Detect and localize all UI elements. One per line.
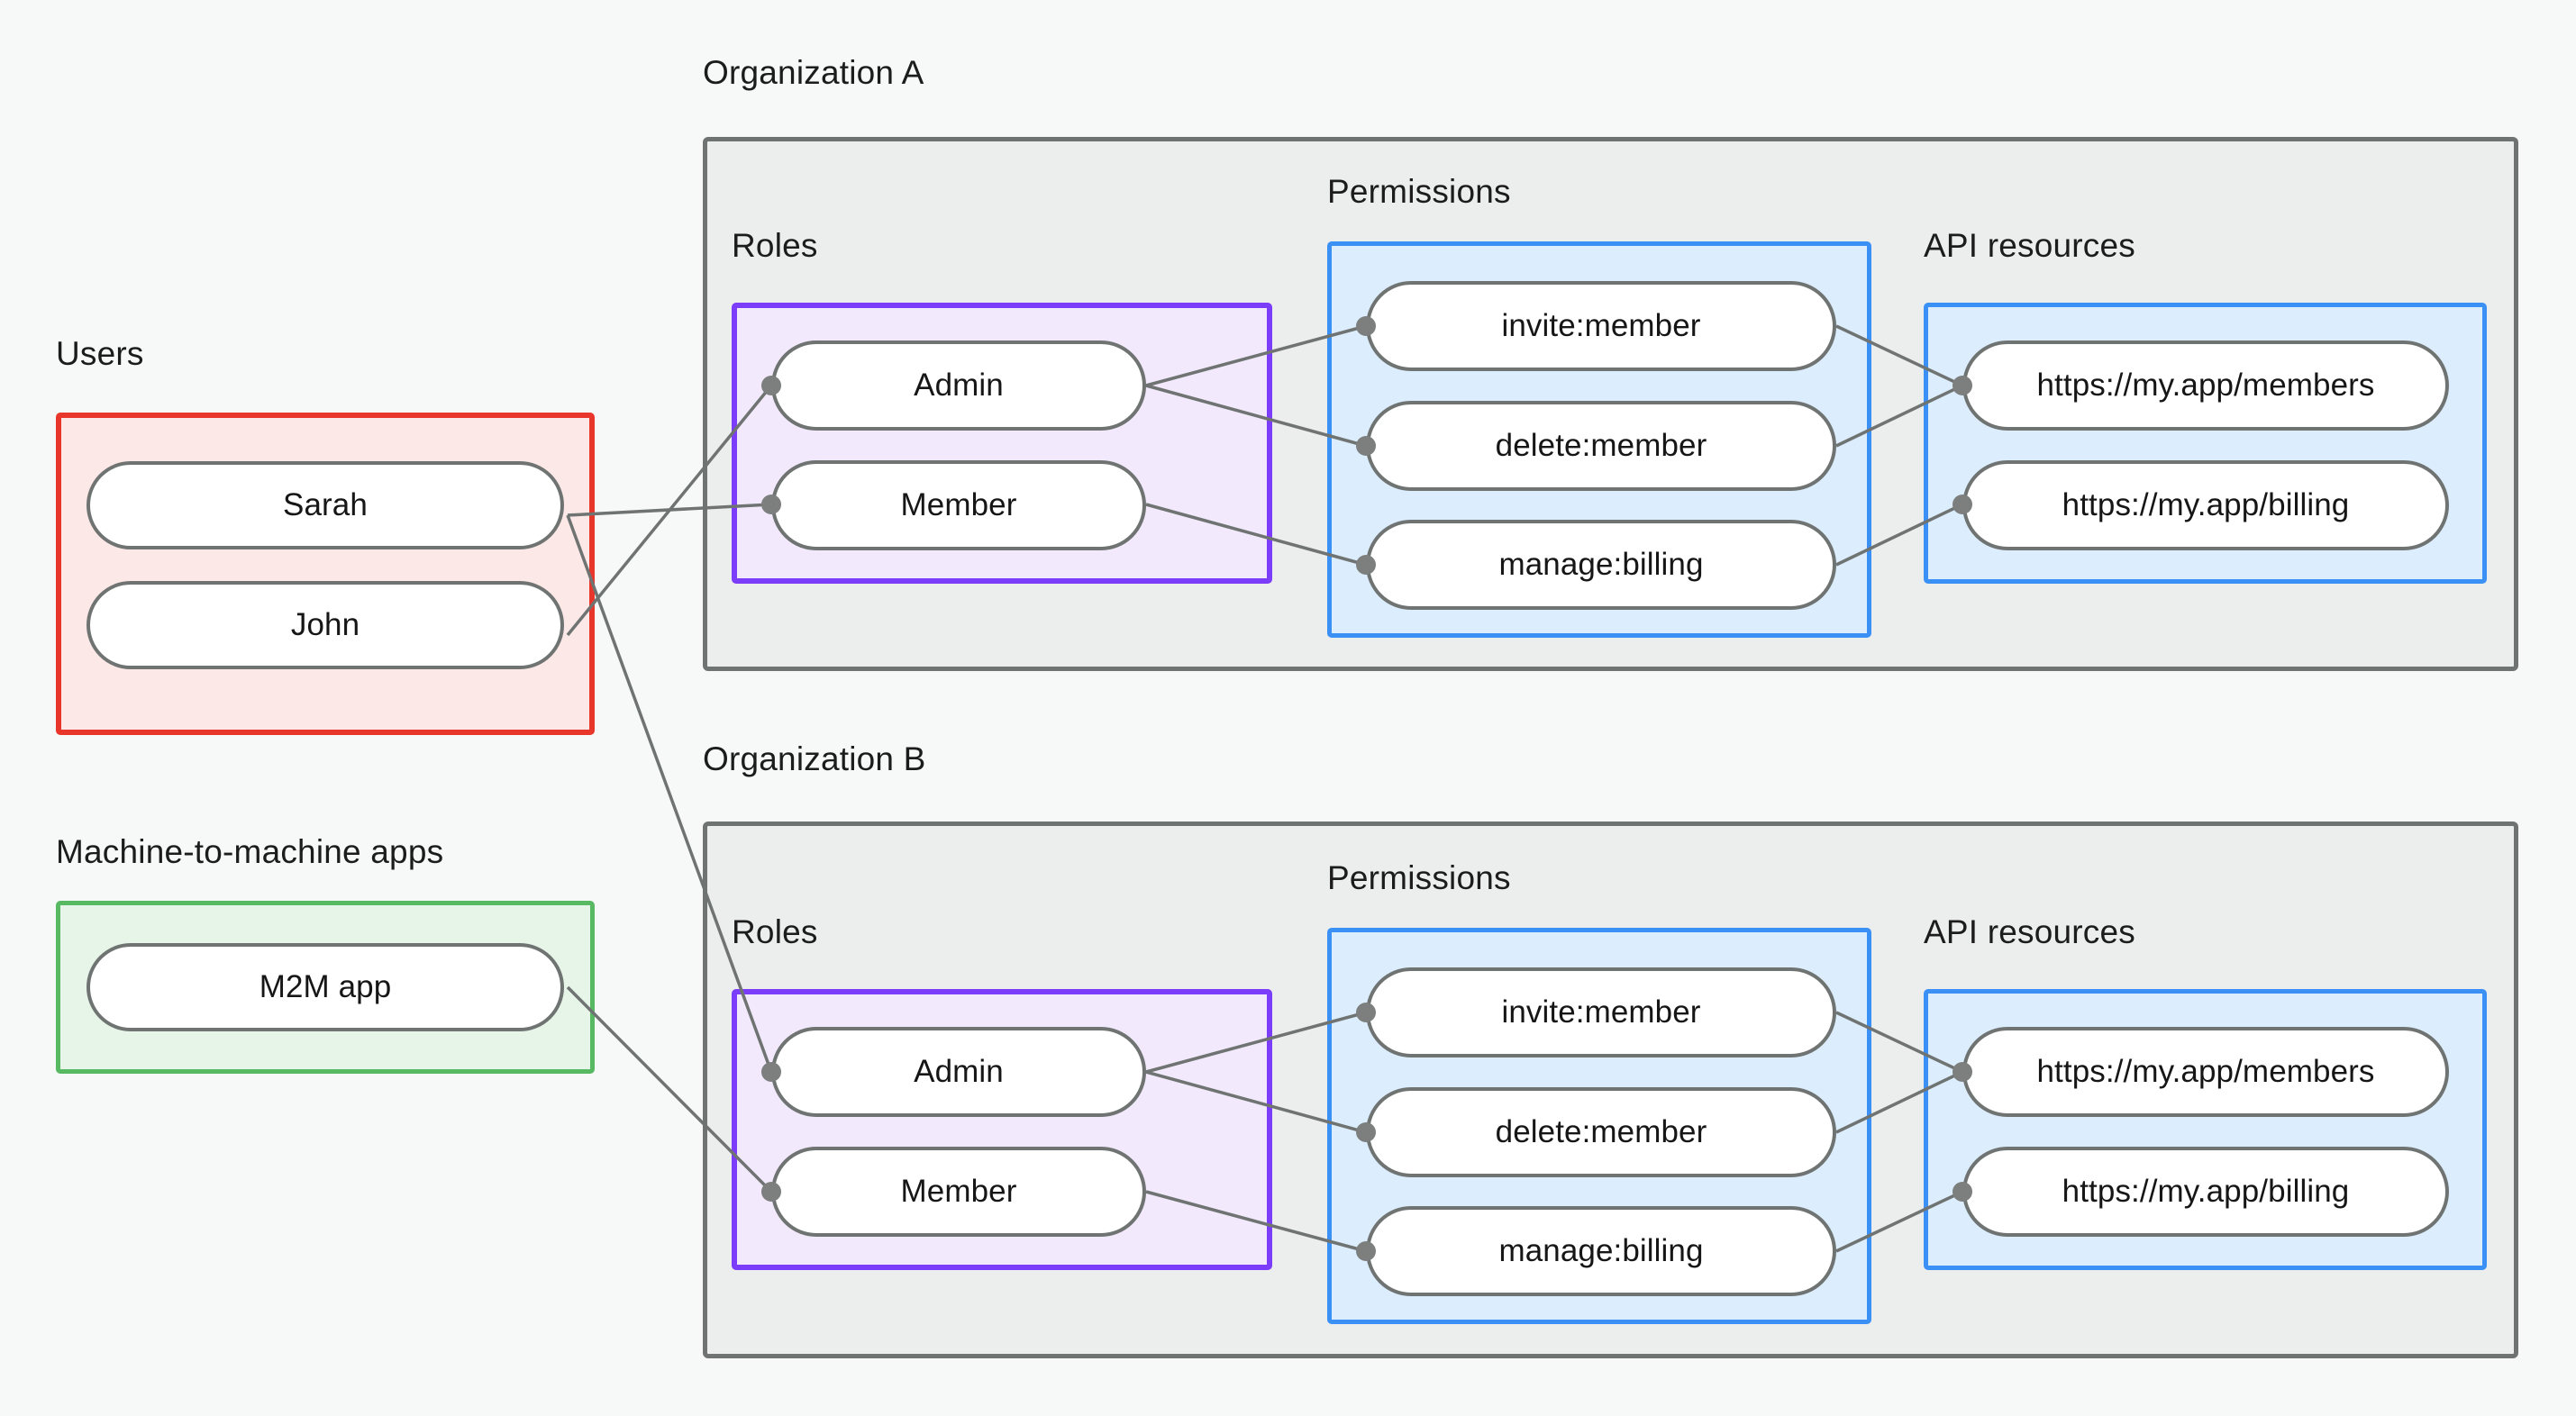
m2m-pill-app[interactable]: M2M app [86, 943, 564, 1031]
orgB-roles-label: Roles [732, 913, 818, 950]
orgA-role-pill-admin-label: Admin [914, 368, 1004, 403]
orgB-permission-pill-delete-member-label: delete:member [1495, 1114, 1707, 1149]
orgA-api-pill-billing-label: https://my.app/billing [2062, 487, 2350, 522]
orgA-permission-pill-manage-billing[interactable]: manage:billing [1366, 520, 1836, 610]
m2m-pill-app-label: M2M app [259, 969, 392, 1004]
orgA-roles-label: Roles [732, 227, 818, 264]
orgB-role-pill-admin-label: Admin [914, 1054, 1004, 1089]
orgB-role-pill-admin[interactable]: Admin [771, 1027, 1146, 1117]
orgB-permission-pill-manage-billing[interactable]: manage:billing [1366, 1206, 1836, 1296]
orgA-permission-pill-delete-member[interactable]: delete:member [1366, 401, 1836, 491]
orgA-api-resources-label: API resources [1924, 227, 2135, 264]
orgB-permission-pill-manage-billing-label: manage:billing [1498, 1233, 1704, 1268]
user-pill-sarah-label: Sarah [283, 487, 368, 522]
orgB-api-pill-billing-label: https://my.app/billing [2062, 1174, 2350, 1209]
orgA-api-pill-billing[interactable]: https://my.app/billing [1962, 460, 2449, 550]
orgA-permission-pill-invite-member[interactable]: invite:member [1366, 281, 1836, 371]
orgA-permission-pill-manage-billing-label: manage:billing [1498, 547, 1704, 582]
orgB-api-pill-billing[interactable]: https://my.app/billing [1962, 1147, 2449, 1237]
users-group-label: Users [56, 335, 144, 372]
orgB-api-pill-members-label: https://my.app/members [2036, 1054, 2375, 1089]
orgB-role-pill-member[interactable]: Member [771, 1147, 1146, 1237]
orgB-permission-pill-invite-member[interactable]: invite:member [1366, 967, 1836, 1057]
orgB-role-pill-member-label: Member [900, 1174, 1017, 1209]
orgA-api-pill-members[interactable]: https://my.app/members [1962, 340, 2449, 431]
orgA-role-pill-member[interactable]: Member [771, 460, 1146, 550]
orgB-api-pill-members[interactable]: https://my.app/members [1962, 1027, 2449, 1117]
orgA-permissions-label: Permissions [1327, 173, 1511, 210]
organization-a-label: Organization A [703, 54, 924, 91]
m2m-group-label: Machine-to-machine apps [56, 833, 444, 870]
orgA-permission-pill-delete-member-label: delete:member [1495, 428, 1707, 463]
orgA-role-pill-member-label: Member [900, 487, 1017, 522]
user-pill-john-label: John [290, 607, 360, 642]
user-pill-john[interactable]: John [86, 581, 564, 669]
orgB-api-resources-label: API resources [1924, 913, 2135, 950]
organization-b-label: Organization B [703, 740, 926, 777]
orgB-permission-pill-delete-member[interactable]: delete:member [1366, 1087, 1836, 1177]
orgB-permission-pill-invite-member-label: invite:member [1501, 994, 1701, 1030]
orgA-permission-pill-invite-member-label: invite:member [1501, 308, 1701, 343]
orgB-permissions-label: Permissions [1327, 859, 1511, 896]
orgA-api-pill-members-label: https://my.app/members [2036, 368, 2375, 403]
orgA-role-pill-admin[interactable]: Admin [771, 340, 1146, 431]
user-pill-sarah[interactable]: Sarah [86, 461, 564, 549]
